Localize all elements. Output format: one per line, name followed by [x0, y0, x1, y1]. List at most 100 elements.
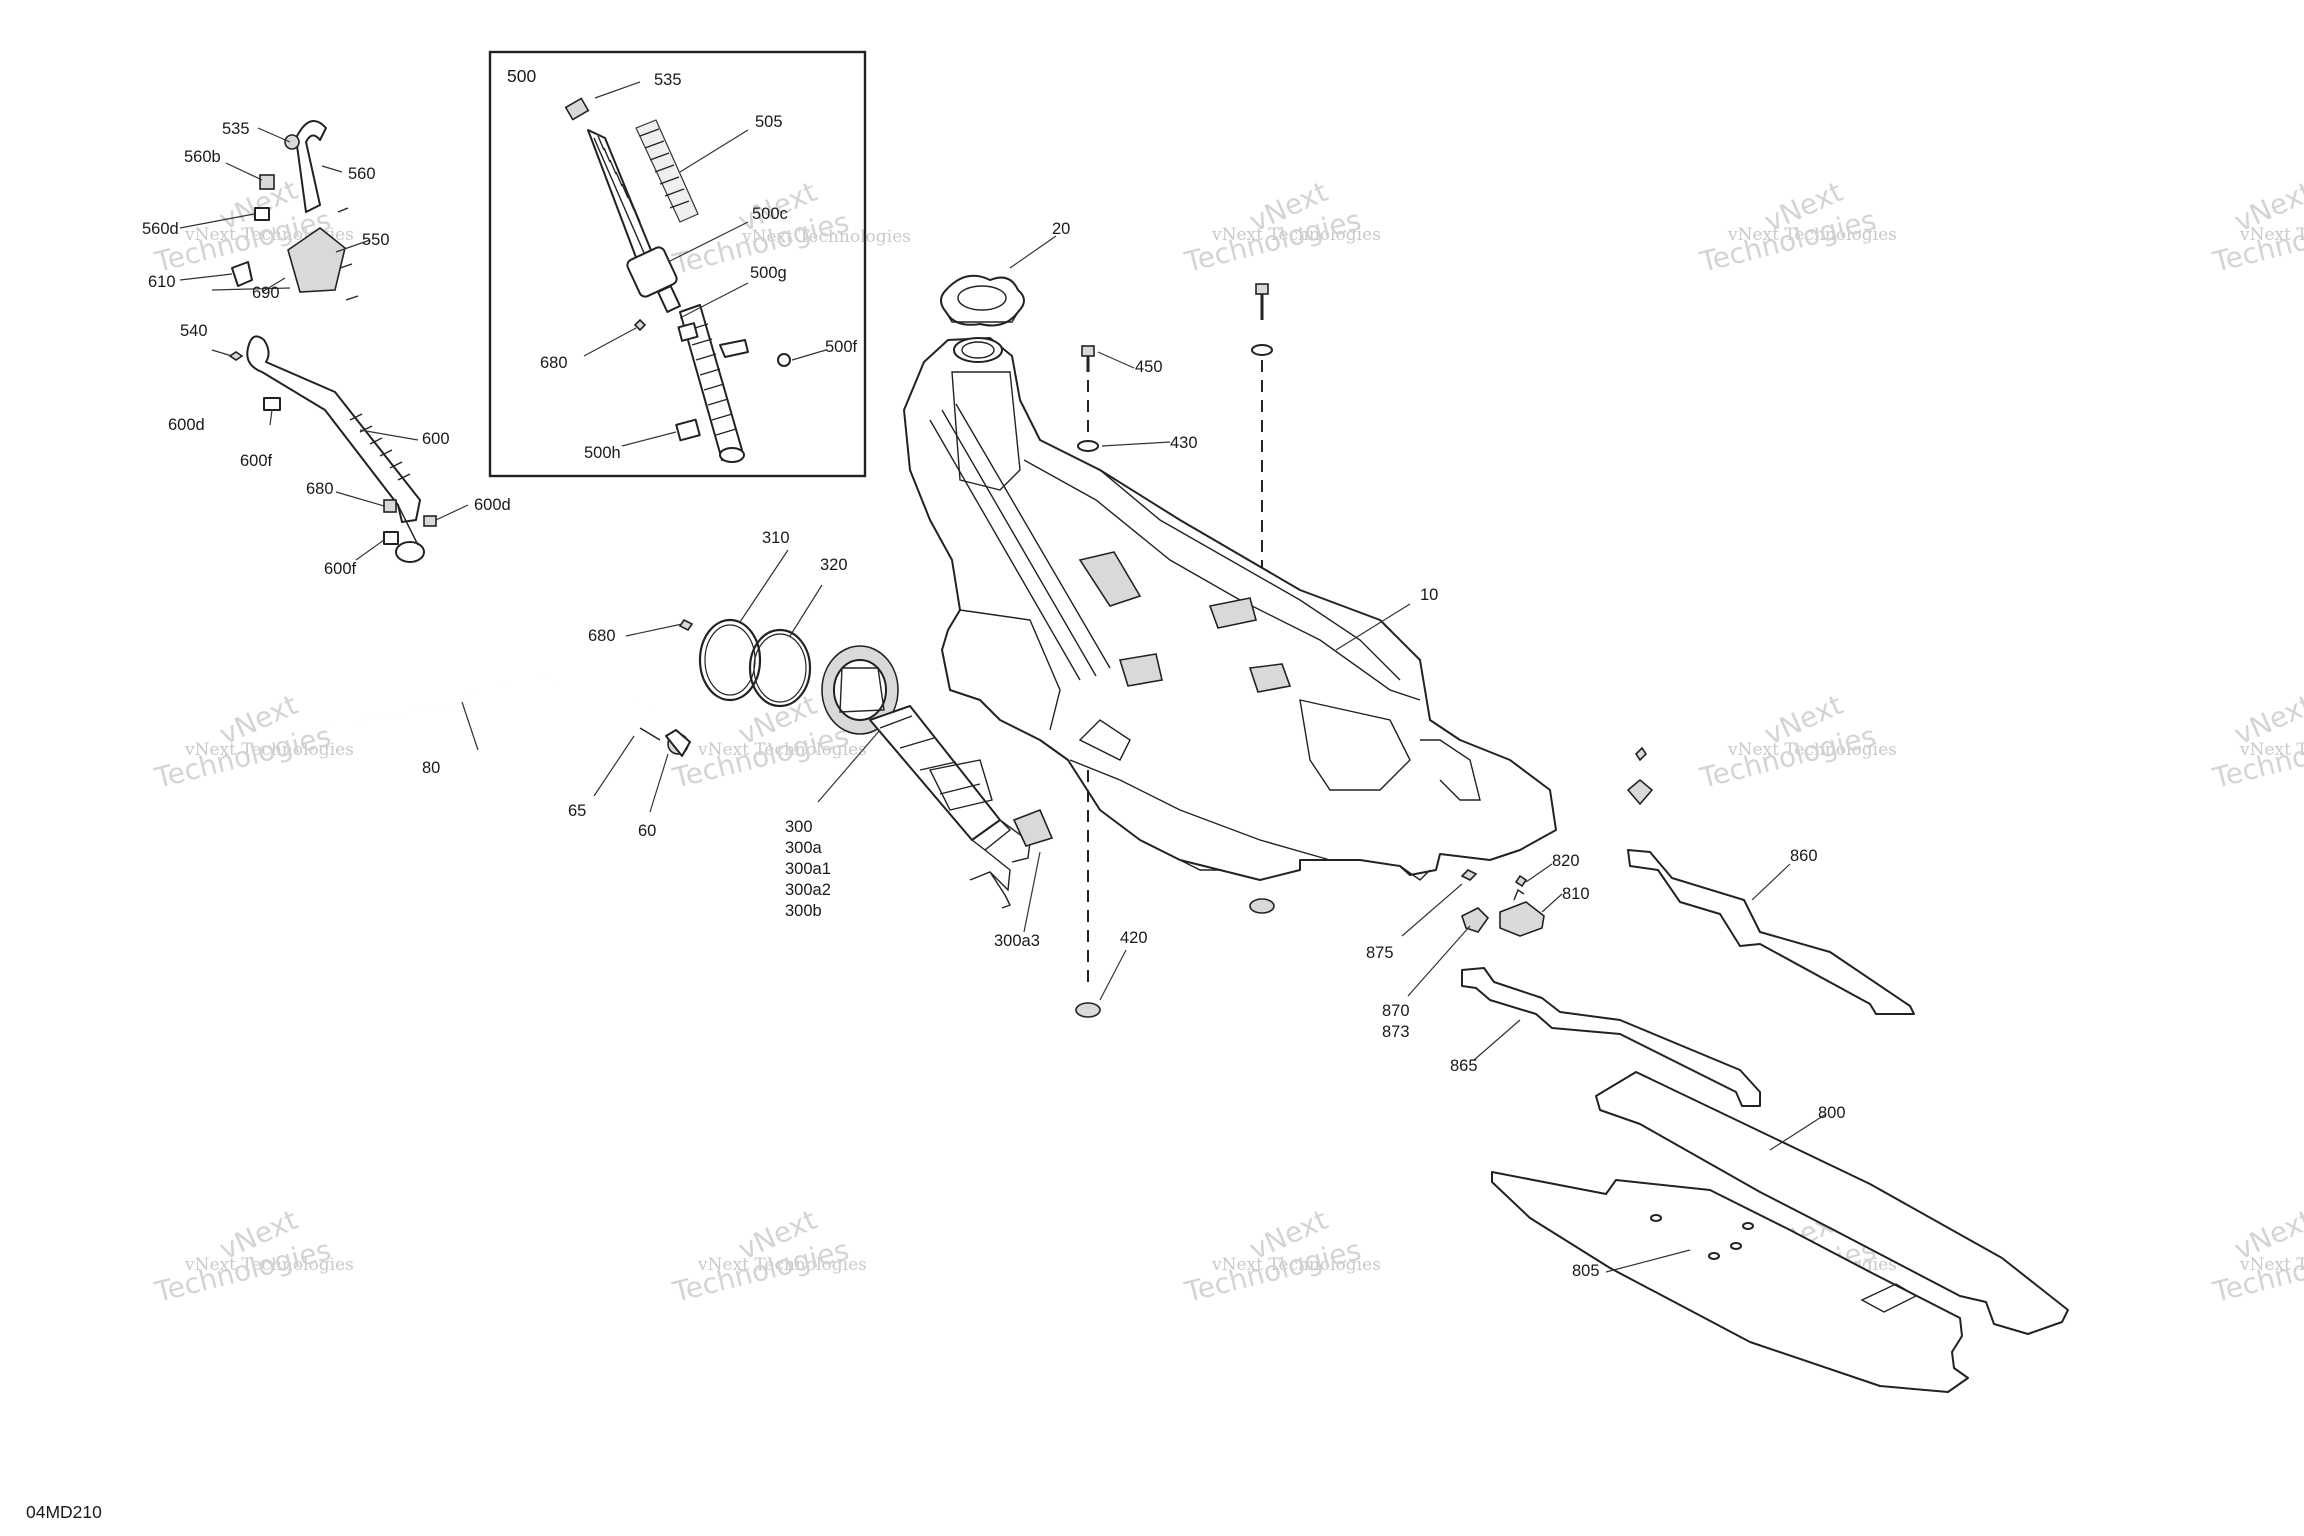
label-560d: 560d: [142, 220, 179, 238]
label-535: 535: [222, 120, 250, 138]
watermark: vNext Technologies Technologies vNext: [2209, 688, 2304, 795]
watermark: vNext Technologies Technologies vNext: [1696, 688, 1897, 795]
label-300a2: 300a2: [785, 881, 831, 899]
seal-ring-320: [748, 628, 812, 708]
svg-text:vNext Technologies: vNext Technologies: [697, 1255, 867, 1275]
svg-text:vNext Technologies: vNext Technologies: [2239, 225, 2304, 245]
hose-560: [295, 119, 327, 213]
watermark: vNext Technologies Technologies vNext: [1181, 175, 1381, 279]
label-300a: 300a: [785, 839, 823, 857]
label-420: 420: [1120, 929, 1148, 947]
left-leaders: [179, 127, 469, 561]
watermark: vNext Technologies Technologies vNext: [2209, 1203, 2304, 1309]
inset-frame: [488, 50, 867, 478]
bolt-450: [1081, 345, 1095, 372]
label-680-left: 680: [306, 480, 334, 498]
label-80: 80: [422, 759, 440, 777]
label-600d: 600d: [168, 416, 205, 434]
label-870: 870: [1382, 1002, 1410, 1020]
label-500g: 500g: [750, 264, 787, 282]
panel-805: [1491, 1171, 1969, 1393]
label-600: 600: [422, 430, 450, 448]
bracket-870: [1461, 907, 1490, 933]
fuel-line-80: [291, 672, 651, 741]
label-600f: 600f: [240, 452, 273, 470]
label-680: 680: [588, 627, 616, 645]
clamp-535: [284, 134, 300, 150]
label-610: 610: [148, 273, 176, 291]
svg-text:vNext Technologies: vNext Technologies: [697, 740, 867, 760]
clamp-560b: [259, 174, 275, 190]
left-labels: 535 560b 560 560d 550 610 690 540 600d 6…: [142, 120, 511, 578]
watermark: vNext Technologies Technologies vNext: [151, 1203, 354, 1309]
strap-860: [1626, 746, 1915, 1015]
watermark: vNext Technologies Technologies vNext: [669, 1203, 867, 1309]
label-690: 690: [252, 284, 280, 302]
label-10: 10: [1420, 586, 1438, 604]
connector-60: [665, 729, 691, 757]
bracket-810: [1499, 888, 1545, 937]
bolt-820: [1514, 874, 1528, 888]
strap-865: [1461, 967, 1761, 1107]
drawing-code: 04MD210: [26, 1502, 102, 1522]
label-873: 873: [1382, 1023, 1410, 1041]
label-60: 60: [638, 822, 656, 840]
clamp-680: [633, 318, 647, 332]
rubber-pad: [1249, 898, 1275, 914]
sleeve-500g: [677, 322, 699, 342]
bolt-top-right: [1251, 283, 1273, 356]
label-300: 300: [785, 818, 813, 836]
bracket-610: [231, 261, 253, 287]
label-20: 20: [1052, 220, 1070, 238]
label-300a3: 300a3: [994, 932, 1040, 950]
label-865: 865: [1450, 1057, 1478, 1075]
svg-text:vNext Technologies: vNext Technologies: [184, 1255, 354, 1275]
inset-title: 500: [507, 66, 536, 86]
label-505: 505: [755, 113, 783, 131]
nut-500h: [675, 418, 701, 442]
washer-430: [1077, 440, 1099, 452]
label-300a1: 300a1: [785, 860, 831, 878]
watermark: vNext Technologies Technologies vNext: [1696, 175, 1897, 279]
protective-sleeve: [635, 119, 699, 223]
label-320: 320: [820, 556, 848, 574]
fuel-cap-20: [940, 274, 1025, 327]
label-500h: 500h: [584, 444, 621, 462]
label-600f-lower: 600f: [324, 560, 357, 578]
label-500f: 500f: [825, 338, 858, 356]
svg-text:vNext Technologies: vNext Technologies: [741, 227, 911, 247]
label-430: 430: [1170, 434, 1198, 452]
label-800: 800: [1818, 1104, 1846, 1122]
label-540: 540: [180, 322, 208, 340]
label-860: 860: [1790, 847, 1818, 865]
label-65: 65: [568, 802, 586, 820]
clamp-560d: [254, 207, 270, 221]
svg-text:vNext Technologies: vNext Technologies: [1727, 740, 1897, 760]
clip-65: [639, 727, 661, 741]
fuel-tank-10: [903, 337, 1557, 914]
fuel-filter-hose: [564, 97, 749, 463]
svg-text:vNext Technologies: vNext Technologies: [1727, 225, 1897, 245]
valve-550: [287, 227, 346, 293]
vent-hose-600: [228, 335, 437, 563]
label-680-inset: 680: [540, 354, 568, 372]
svg-text:vNext Technologies: vNext Technologies: [2239, 740, 2304, 760]
svg-text:vNext Technologies: vNext Technologies: [1211, 225, 1381, 245]
label-560: 560: [348, 165, 376, 183]
label-550: 550: [362, 231, 390, 249]
svg-text:vNext Technologies: vNext Technologies: [184, 740, 354, 760]
ring-500f: [777, 353, 791, 367]
inset-500: 500 535 505: [488, 50, 867, 478]
label-535-inset: 535: [654, 71, 682, 89]
label-310: 310: [762, 529, 790, 547]
svg-text:vNext Technologies: vNext Technologies: [1211, 1255, 1381, 1275]
bolt-875: [1460, 869, 1478, 881]
label-805: 805: [1572, 1262, 1600, 1280]
label-560b: 560b: [184, 148, 221, 166]
fuel-pump-300: [821, 645, 1054, 909]
watermark: vNext Technologies Technologies vNext: [1181, 1203, 1381, 1309]
label-500c: 500c: [752, 205, 788, 223]
label-600d-lower: 600d: [474, 496, 511, 514]
watermark: vNext Technologies Technologies vNext: [669, 175, 911, 281]
